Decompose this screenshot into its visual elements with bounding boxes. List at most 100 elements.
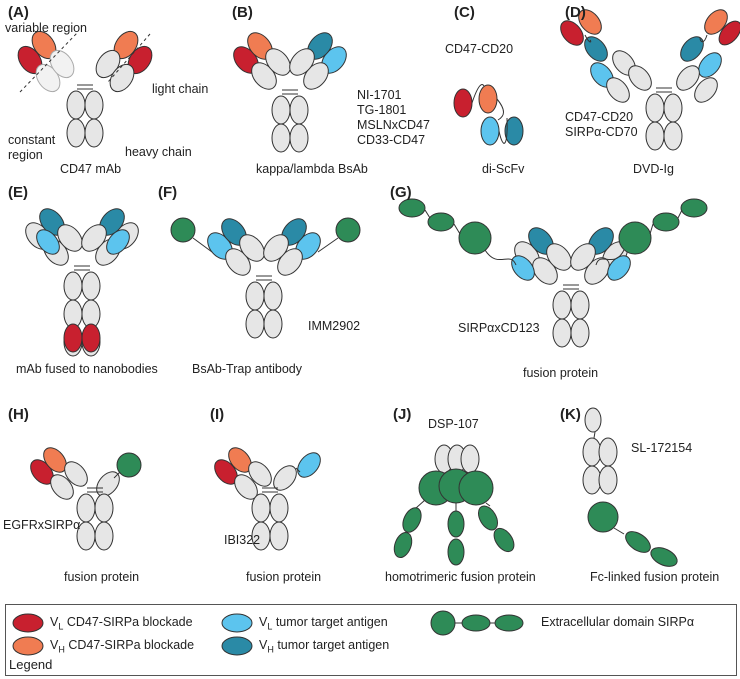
panel-e-antibody (25, 208, 139, 329)
constant-domain (109, 63, 135, 93)
panel-g-antibody (514, 227, 628, 348)
panel-caption: di-ScFv (482, 162, 525, 176)
constant-domain (570, 243, 596, 271)
panel-caption: CD47 mAb (60, 162, 122, 176)
variable-region-guide (107, 33, 151, 83)
vh-blockade-domain (704, 9, 728, 35)
sirpa-domain (116, 452, 142, 478)
panel-g-sirpa (398, 198, 708, 281)
vl-blockade-domain (718, 20, 740, 46)
variable-region-guide (19, 31, 79, 93)
heavy-chain-label: heavy chain (125, 145, 192, 159)
legend-box: VL CD47-SIRPa blockade VH CD47-SIRPa blo… (5, 604, 737, 676)
linker-line (295, 467, 301, 473)
vl-blockade-domain (453, 88, 473, 118)
vh-target-domain (680, 36, 704, 62)
constant-domain (263, 234, 289, 262)
panel-label: (K) (560, 406, 581, 423)
example-name: CD47-CD20 (445, 42, 514, 56)
vl-target-domain (511, 255, 535, 281)
variable-region-label: variable region (5, 21, 87, 35)
panel-f-sirpa (170, 217, 361, 253)
constant-domain (570, 318, 590, 348)
example-name: SIRPαxCD123 (458, 321, 540, 335)
vl-target-domain (480, 116, 500, 146)
panel-caption: DVD-Ig (633, 162, 674, 176)
panel-d-dvdig (560, 9, 740, 151)
panel-label: (A) (8, 4, 29, 21)
constant-domain (245, 309, 265, 339)
panel-label: (H) (8, 406, 29, 423)
legend-item-label: VH tumor target antigen (259, 638, 390, 655)
constant-domain (248, 461, 272, 487)
panel-label: (G) (390, 184, 412, 201)
panel-b-antibody (233, 32, 347, 153)
panel-h-fusion (30, 447, 142, 551)
sirpa-domain (650, 547, 678, 567)
example-name: DSP-107 (428, 417, 479, 431)
sirpa-domain (335, 217, 361, 243)
legend-title: Legend (9, 657, 53, 672)
vl-target-domain (698, 52, 722, 78)
vl-target-swatch (221, 613, 253, 633)
panel-j-trimer (393, 444, 515, 566)
sirpa-domain (447, 510, 465, 538)
vh-blockade-domain (43, 447, 67, 473)
constant-region-label: constant region (8, 133, 56, 162)
fc-region (66, 84, 104, 148)
example-name: IMM2902 (308, 319, 361, 333)
legend-swatches (12, 610, 524, 656)
panel-label: (F) (158, 184, 178, 201)
constant-domain (598, 465, 618, 495)
sirpa-domain (398, 198, 426, 218)
linker-line (649, 223, 654, 235)
constant-domain (584, 407, 602, 433)
panel-k-fc-linked (582, 407, 678, 567)
panel-a-diagram (17, 30, 153, 148)
constant-domain (81, 224, 107, 252)
constant-domain (271, 95, 291, 125)
vl-blockade-domain (560, 20, 584, 46)
linker-path (498, 117, 508, 144)
constant-domain (271, 123, 291, 153)
constant-domain (239, 234, 265, 262)
constant-domain (582, 465, 602, 495)
vl-blockade-domain (63, 323, 83, 353)
sirpa-domain (625, 531, 651, 553)
linker-path (484, 249, 517, 266)
linker-path (471, 83, 485, 104)
example-name: MSLNxCD47 (357, 118, 430, 132)
linker-line (192, 237, 213, 253)
constant-domain (694, 77, 718, 103)
constant-domain (273, 465, 297, 491)
linker-line (113, 471, 121, 479)
vl-blockade-domain (81, 323, 101, 353)
constant-domain (289, 123, 309, 153)
example-name: SIRPα-CD70 (565, 125, 638, 139)
panel-caption: Fc-linked fusion protein (590, 570, 720, 584)
sirpa-domain (680, 198, 708, 218)
panel-caption: BsAb-Trap antibody (192, 362, 303, 376)
constant-domain (663, 121, 683, 151)
constant-domain (269, 521, 289, 551)
panel-c-discfv (453, 83, 524, 146)
constant-domain (676, 65, 700, 91)
sirpa-domain (618, 221, 652, 255)
example-name: IBI322 (224, 533, 261, 547)
panel-label: (C) (454, 4, 475, 21)
constant-domain (606, 77, 630, 103)
vh-blockade-domain (478, 84, 498, 114)
panel-caption: kappa/lambda BsAb (256, 162, 368, 176)
constant-domain (64, 461, 88, 487)
constant-domain (645, 93, 665, 123)
panel-caption: fusion protein (64, 570, 140, 584)
example-name: TG-1801 (357, 103, 407, 117)
panel-caption: fusion protein (246, 570, 322, 584)
vh-target-domain (584, 36, 608, 62)
sirpa-domain (587, 501, 619, 533)
vh-blockade-domain (578, 9, 602, 35)
panel-caption: mAb fused to nanobodies (16, 362, 158, 376)
vl-target-domain (297, 452, 321, 478)
vl-target-domain (607, 255, 631, 281)
constant-domain (289, 48, 315, 76)
